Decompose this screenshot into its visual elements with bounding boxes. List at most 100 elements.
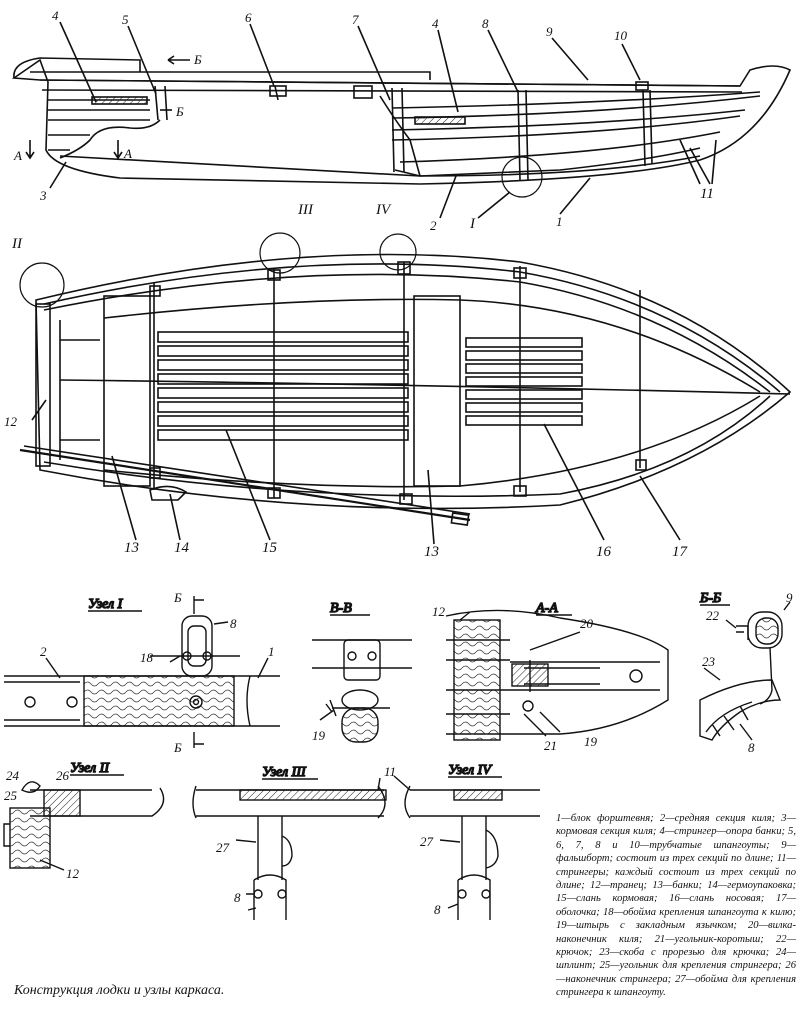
node-III-labels: 27 8 [216, 840, 241, 905]
label-side-a-right: А [123, 146, 132, 161]
keel-clamp-wood [83, 675, 235, 727]
side-view [11, 21, 792, 219]
bb-label-9: 9 [786, 590, 793, 605]
label-top-16: 16 [596, 544, 612, 560]
aa-label-21: 21 [544, 738, 557, 753]
node-II-label-24: 24 [6, 768, 20, 783]
detail-node-I-labels: Б Б 8 18 2 1 [40, 590, 275, 755]
side-view-labels: 4 5 6 7 4 8 9 10 А А Б Б 3 2 I 1 11 [13, 8, 714, 233]
section-arrow-a-left [25, 140, 35, 160]
node-IV-title: Узел IV [448, 763, 492, 778]
aa-label-19: 19 [584, 734, 598, 749]
node-IV-label-27: 27 [420, 834, 434, 849]
label-top-13b: 13 [424, 544, 439, 560]
floorboard-fwd [465, 337, 583, 426]
label-side-4a: 4 [52, 8, 59, 23]
label-side-5: 5 [122, 12, 129, 27]
label-side-11: 11 [700, 186, 714, 202]
stringer-mid [391, 109, 746, 131]
node-I-label-18: 18 [140, 650, 154, 665]
section-vv-title: В-В [330, 601, 352, 616]
section-arrow-b-top [167, 55, 190, 65]
seat-support-hatch-left [91, 96, 148, 105]
frame-10 [642, 89, 646, 167]
section-vv-labels: 19 [312, 728, 326, 743]
detail-node-IV: Узел IV [393, 762, 540, 920]
section-aa-labels: 12 20 21 19 [432, 604, 598, 753]
legend-item: 14—гермоупаковка; [707, 880, 796, 892]
legend-item: 11—стрингеры; каждый состоит из трех сек… [556, 853, 796, 892]
legend-item: 23—скоба с прорезью для крючка; [599, 947, 776, 959]
section-bb-title: Б-Б [699, 591, 721, 606]
detail-section-vv: В-В [312, 600, 412, 743]
legend-item: 25—угольник для крепления стрингера; [599, 960, 786, 972]
label-side-2: 2 [430, 218, 437, 233]
label-side-3: 3 [39, 188, 47, 203]
legend-item: 26—наконечник стрингера; [556, 960, 796, 985]
label-top-12: 12 [4, 414, 18, 429]
node-I-section-top: Б [173, 590, 182, 605]
hull-plan-outline [35, 253, 792, 510]
node-I-title: Узел I [88, 597, 124, 612]
node-II-label-25: 25 [4, 788, 18, 803]
node-I-label-2: 2 [40, 644, 47, 659]
label-side-8: 8 [482, 16, 489, 31]
label-side-9: 9 [546, 24, 553, 39]
label-side-6: 6 [245, 10, 252, 25]
stringer-low [399, 131, 721, 163]
node-IV-circle [379, 233, 417, 271]
node-III-title: Узел III [262, 765, 307, 780]
legend-item: 22—крючок; [556, 933, 796, 959]
bb-label-23: 23 [702, 654, 716, 669]
legend-item: 9—фальшборт; состоит из трех секций по д… [556, 839, 796, 865]
cutaway-edge-left [59, 119, 161, 159]
parts-legend: 1—блок форштевня; 2—средняя секция киля;… [556, 812, 796, 1000]
seat-aft [103, 295, 151, 487]
node-III-label-27: 27 [216, 840, 230, 855]
top-view [19, 232, 792, 545]
label-side-7: 7 [352, 12, 359, 27]
bb-label-8: 8 [748, 740, 755, 755]
node-I-circle [501, 156, 543, 198]
node-II-labels: 24 26 25 12 [4, 768, 80, 881]
section-arrow-a-right [113, 140, 123, 160]
label-top-II: II [11, 236, 23, 252]
label-side-a-left: А [13, 148, 22, 163]
oar-plan [19, 448, 471, 522]
node-II-transom [9, 807, 51, 869]
label-side-4b: 4 [432, 16, 439, 31]
legend-item: 2—средняя секция киля; [659, 813, 782, 824]
floorboard-aft [157, 331, 409, 441]
node-I-section-bottom: Б [173, 740, 182, 755]
node-IV-label-11: 11 [384, 764, 396, 779]
figure-caption: Конструкция лодки и узлы каркаса. [14, 983, 225, 998]
vv-label-19: 19 [312, 728, 326, 743]
legend-item: 12—транец; [590, 880, 653, 892]
keel-side [59, 155, 701, 177]
label-top-14: 14 [174, 540, 190, 556]
detail-section-bb: Б-Б [698, 590, 791, 741]
legend-item: 21—угольник-коротыш; [654, 933, 776, 945]
detail-node-I: Узел I [4, 596, 280, 748]
legend-item: 4—стрингер—опора банки; [659, 826, 789, 838]
legend-item: 15—слань кормовая; [556, 893, 670, 905]
label-top-17: 17 [672, 544, 689, 560]
label-side-b-top: Б [193, 52, 202, 67]
transom [35, 303, 51, 467]
node-I-label-8: 8 [230, 616, 237, 631]
label-side-10: 10 [614, 28, 628, 43]
frame-6 [274, 85, 279, 101]
label-top-IV: IV [375, 202, 392, 218]
node-IV-label-8: 8 [434, 902, 441, 917]
detail-node-III: Узел III [192, 764, 387, 920]
sealed-bag [149, 485, 188, 501]
node-III-label-8: 8 [234, 890, 241, 905]
cutaway-edge-right [379, 95, 421, 177]
node-II-label-12: 12 [66, 866, 80, 881]
gunwale-rail [39, 79, 741, 87]
seat-support-hatch-right [414, 116, 466, 125]
aa-cut-outline [445, 609, 669, 735]
node-II-circle [19, 262, 65, 308]
aa-label-12: 12 [432, 604, 446, 619]
